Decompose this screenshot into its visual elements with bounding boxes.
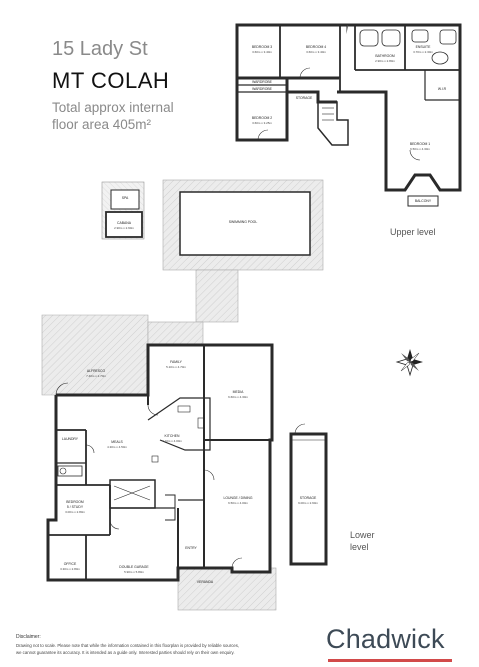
room-kitchen-size: 4.10m x 4.00m: [162, 439, 182, 443]
room-cabana-name: CABANA: [117, 221, 132, 225]
room-storage-lower-name: STORAGE: [300, 496, 317, 500]
room-lounge-name: LOUNGE / DINING: [223, 496, 252, 500]
room-laundry: LAUNDRY: [62, 437, 79, 441]
room-bedroom2-name: BEDROOM 2: [252, 116, 272, 120]
room-bathroom-name: BATHROOM: [375, 54, 395, 58]
compass-icon: [395, 349, 423, 377]
room-meals-size: 4.30m x 4.50m: [107, 445, 127, 449]
upper-level-plan: [235, 23, 462, 192]
room-wir: W.I.R: [438, 87, 447, 91]
room-bathroom-size: 2.90m x 2.80m: [375, 59, 395, 63]
room-pool: SWIMMING POOL: [229, 220, 258, 224]
room-family-size: 5.10m x 4.70m: [166, 365, 186, 369]
room-wardrobe-a: WARDROBE: [252, 80, 273, 84]
room-bedroom1-size: 6.50m x 4.30m: [410, 147, 430, 151]
pool-area: [101, 179, 324, 323]
lower-level-label-2: level: [350, 542, 369, 552]
room-spa: SPA: [122, 196, 129, 200]
room-bedroom3-size: 3.60m x 3.40m: [252, 50, 272, 54]
property-suburb: MT COLAH: [52, 68, 170, 93]
room-storage-lower-size: 9.00m x 2.60m: [298, 501, 318, 505]
room-alfresco-size: 7.40m x 2.70m: [86, 374, 106, 378]
upper-level-label: Upper level: [390, 227, 436, 237]
brand-underline: [328, 659, 452, 662]
brand-logo: Chadwick: [326, 624, 445, 654]
disclaimer-line1: Drawing not to scale. Please note that w…: [16, 643, 240, 648]
room-wardrobe-b: WARDROBE: [252, 87, 273, 91]
room-media-name: MEDIA: [233, 390, 244, 394]
lower-level-label-1: Lower: [350, 530, 375, 540]
room-ensuite-name: ENSUITE: [416, 45, 431, 49]
lower-level-plan: [41, 314, 328, 611]
disclaimer-line2: we cannot guarantee its accuracy. It is …: [16, 650, 235, 655]
room-bedroom2-size: 3.60m x 3.25m: [252, 121, 272, 125]
room-garage-size: 5.90m x 5.80m: [124, 570, 144, 574]
floor-area-line2: floor area 405m²: [52, 117, 152, 132]
room-office-name: OFFICE: [64, 562, 77, 566]
room-veranda: VERANDA: [197, 580, 214, 584]
room-lounge-size: 6.50m x 4.00m: [228, 501, 248, 505]
room-garage-name: DOUBLE GARAGE: [119, 565, 149, 569]
room-media-size: 6.60m x 4.30m: [228, 395, 248, 399]
room-bedroom5-name2: 5 / STUDY: [67, 505, 84, 509]
room-bedroom1-name: BEDROOM 1: [410, 142, 430, 146]
room-cabana-size: 2.90m x 2.60m: [114, 226, 134, 230]
floor-area-line1: Total approx internal: [52, 100, 174, 115]
room-bedroom5-size: 3.00m x 2.80m: [65, 510, 85, 514]
room-kitchen-name: KITCHEN: [165, 434, 180, 438]
room-office-size: 3.30m x 2.80m: [60, 567, 80, 571]
room-bedroom4-name: BEDROOM 4: [306, 45, 326, 49]
room-bedroom4-size: 3.60m x 3.40m: [306, 50, 326, 54]
room-ensuite-size: 3.70m x 2.30m: [413, 50, 433, 54]
room-meals-name: MEALS: [111, 440, 123, 444]
room-alfresco-name: ALFRESCO: [87, 369, 106, 373]
room-entry: ENTRY: [185, 546, 197, 550]
room-storage-upper: STORAGE: [296, 96, 313, 100]
room-bedroom5-name1: BEDROOM: [66, 500, 84, 504]
property-address: 15 Lady St: [52, 38, 148, 60]
disclaimer-title: Disclaimer:: [16, 634, 41, 640]
room-family-name: FAMILY: [170, 360, 183, 364]
room-bedroom3-name: BEDROOM 3: [252, 45, 272, 49]
room-balcony: BALCONY: [415, 199, 432, 203]
